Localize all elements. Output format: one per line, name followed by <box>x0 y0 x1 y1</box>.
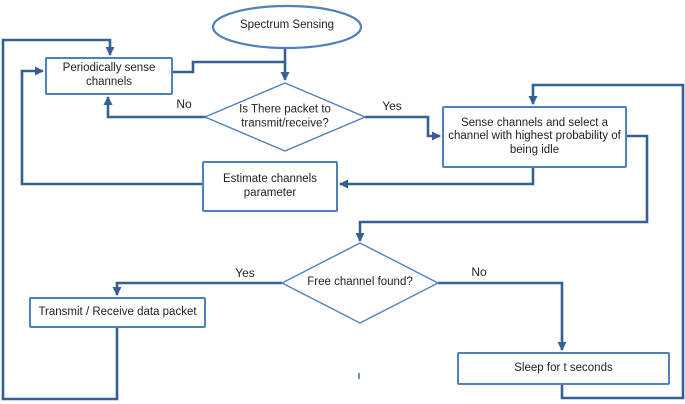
start-ellipse-shape <box>211 4 363 50</box>
packet-decision-no-label: No <box>176 97 192 111</box>
edge-sleep-to-sense-select <box>528 83 685 400</box>
edge-transmit-to-periodically-sense <box>1 38 119 401</box>
node-periodically-sense-channels: Periodically sense channels <box>45 57 173 95</box>
free-channel-yes-label: Yes <box>235 266 255 280</box>
node-estimate-channels-parameter: Estimate channels parameter <box>202 161 338 212</box>
start-ellipse-label: Spectrum Sensing <box>240 19 334 32</box>
estimate-channels-parameter-label: Estimate channels parameter <box>223 172 317 199</box>
packet-decision-diamond-shape <box>203 82 367 152</box>
packet-decision-label: Is There packet to transmit/receive? <box>239 103 331 129</box>
node-sleep-t-seconds: Sleep for t seconds <box>457 352 670 385</box>
sense-channels-select-label: Sense channels and select a channel with… <box>448 116 621 156</box>
node-sense-channels-select: Sense channels and select a channel with… <box>442 106 627 168</box>
edge-sense-select-to-estimate <box>339 168 535 189</box>
stray-artifact-mark <box>358 373 360 379</box>
edge-estimate-to-periodically-sense <box>20 66 202 186</box>
free-channel-decision-diamond-shape <box>280 242 440 324</box>
edge-packet-decision-no-to-periodically-sense <box>103 96 206 119</box>
edge-packet-decision-yes-to-sense-select <box>365 115 441 141</box>
edge-sense-select-to-free-channel-decision <box>355 134 649 242</box>
edge-free-channel-yes-to-transmit <box>112 281 282 296</box>
edge-free-channel-no-to-sleep <box>438 281 567 351</box>
transmit-receive-packet-label: Transmit / Receive data packet <box>38 305 197 318</box>
sleep-t-seconds-label: Sleep for t seconds <box>514 361 613 374</box>
free-channel-decision-label: Free channel found? <box>307 276 413 289</box>
edge-periodically-sense-to-packet-decision <box>173 60 286 74</box>
node-transmit-receive-packet: Transmit / Receive data packet <box>29 297 206 328</box>
free-channel-no-label: No <box>471 265 487 279</box>
packet-decision-yes-label: Yes <box>382 99 402 113</box>
periodically-sense-label: Periodically sense channels <box>62 62 156 88</box>
